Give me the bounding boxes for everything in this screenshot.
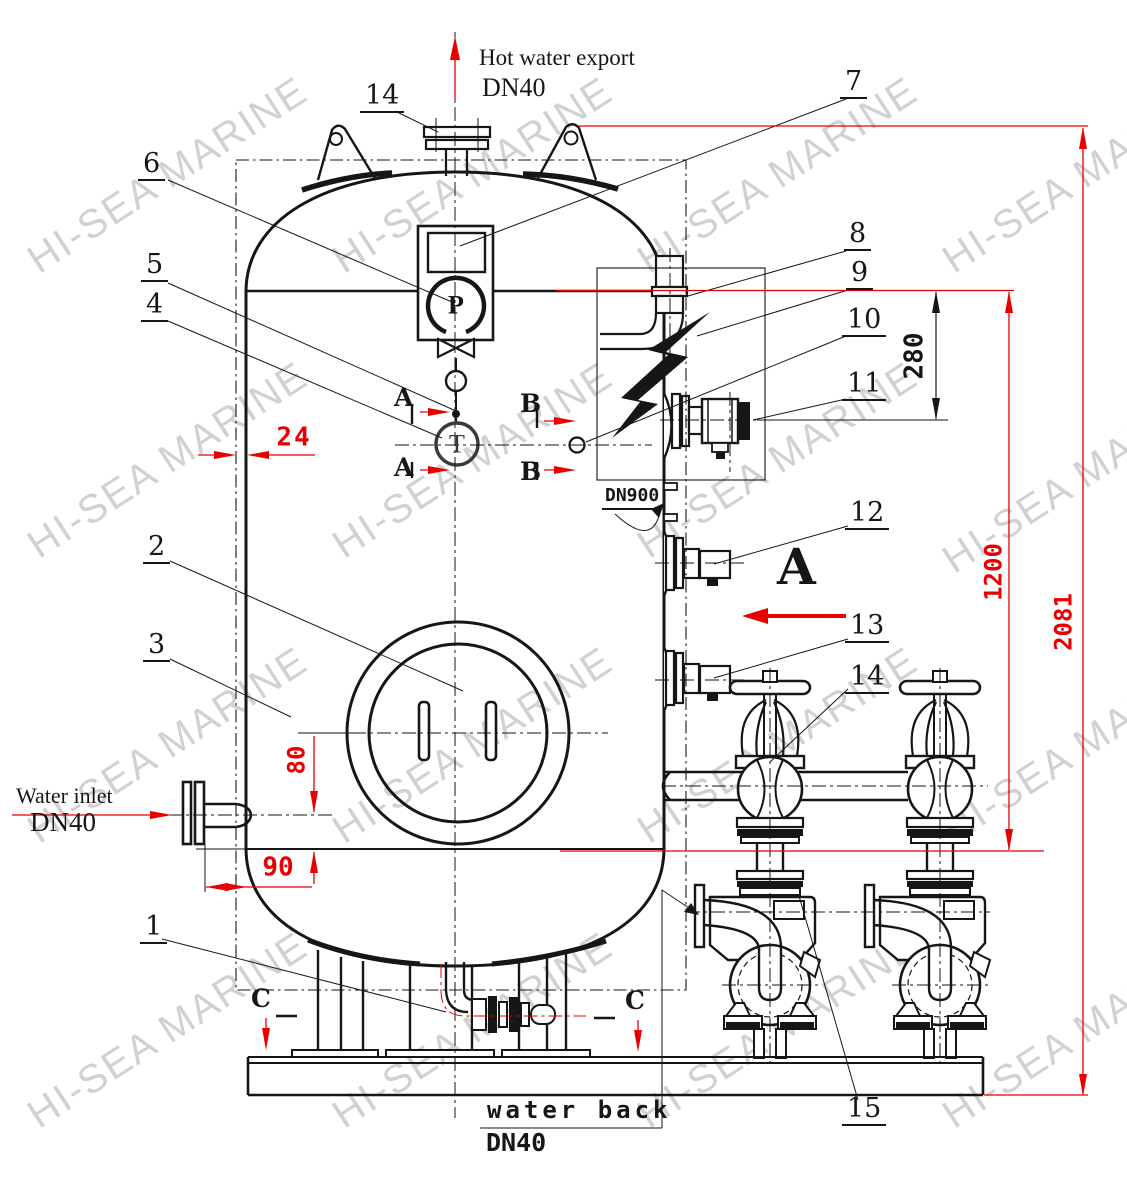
section-a-upper: A xyxy=(394,383,414,412)
callout-14-top: 14 xyxy=(360,82,405,113)
leader-lines xyxy=(161,98,859,1129)
view-a-label: A xyxy=(777,537,816,596)
callout-13: 13 xyxy=(845,612,890,643)
section-b-upper: B xyxy=(520,389,542,418)
top-outlet-flange xyxy=(422,118,492,176)
hot-water-export-label: Hot water export xyxy=(479,45,635,70)
lifting-lugs xyxy=(316,123,598,181)
dim-24: 24 xyxy=(276,422,312,453)
callout-9: 9 xyxy=(846,259,874,290)
phantom-outline xyxy=(235,159,687,991)
detail-box xyxy=(596,267,766,481)
water-back-size: DN40 xyxy=(486,1128,547,1157)
base-plate xyxy=(246,1056,985,1097)
drain-pipe xyxy=(444,962,556,1033)
section-a-lower: A xyxy=(394,453,414,482)
water-inlet-size: DN40 xyxy=(30,807,96,837)
water-inlet-nozzle xyxy=(181,732,352,892)
callout-15: 15 xyxy=(842,1095,887,1126)
hot-water-export-size: DN40 xyxy=(482,73,546,102)
section-c-left: C xyxy=(251,984,271,1013)
callout-7: 7 xyxy=(840,68,868,99)
callout-4: 4 xyxy=(141,291,169,322)
pump-left xyxy=(693,883,822,1059)
heater-bolt-icon xyxy=(612,312,710,438)
dim-280-lines xyxy=(757,291,948,421)
pump-right xyxy=(863,883,992,1059)
dim-2081: 2081 xyxy=(1049,593,1078,651)
dim-80: 80 xyxy=(282,745,311,775)
callout-2: 2 xyxy=(143,533,171,564)
red-dimension-lines xyxy=(12,36,1088,1096)
water-back-label: water back xyxy=(487,1096,672,1124)
side-nozzles xyxy=(600,254,750,712)
section-marks xyxy=(276,404,615,1020)
callout-1: 1 xyxy=(140,913,168,944)
thermometer xyxy=(434,421,586,467)
water-inlet-label: Water inlet xyxy=(16,783,113,808)
dim-90: 90 xyxy=(262,852,294,883)
callout-11: 11 xyxy=(842,370,887,401)
shell-size-label: DN900 xyxy=(602,486,663,510)
pressure-gauge-letter: P xyxy=(448,290,464,320)
callout-12: 12 xyxy=(845,499,890,530)
callout-8: 8 xyxy=(844,220,872,251)
callout-10: 10 xyxy=(842,306,887,337)
section-b-lower: B xyxy=(520,457,542,486)
callout-3: 3 xyxy=(143,631,171,662)
dim-1200: 1200 xyxy=(979,543,1008,601)
section-c-right: C xyxy=(625,986,645,1015)
centerlines xyxy=(168,32,990,1118)
callout-14-side: 14 xyxy=(845,663,890,694)
dim-280: 280 xyxy=(899,332,930,380)
thermometer-letter: T xyxy=(449,429,465,459)
callout-6: 6 xyxy=(138,150,166,181)
callout-5: 5 xyxy=(141,251,169,282)
